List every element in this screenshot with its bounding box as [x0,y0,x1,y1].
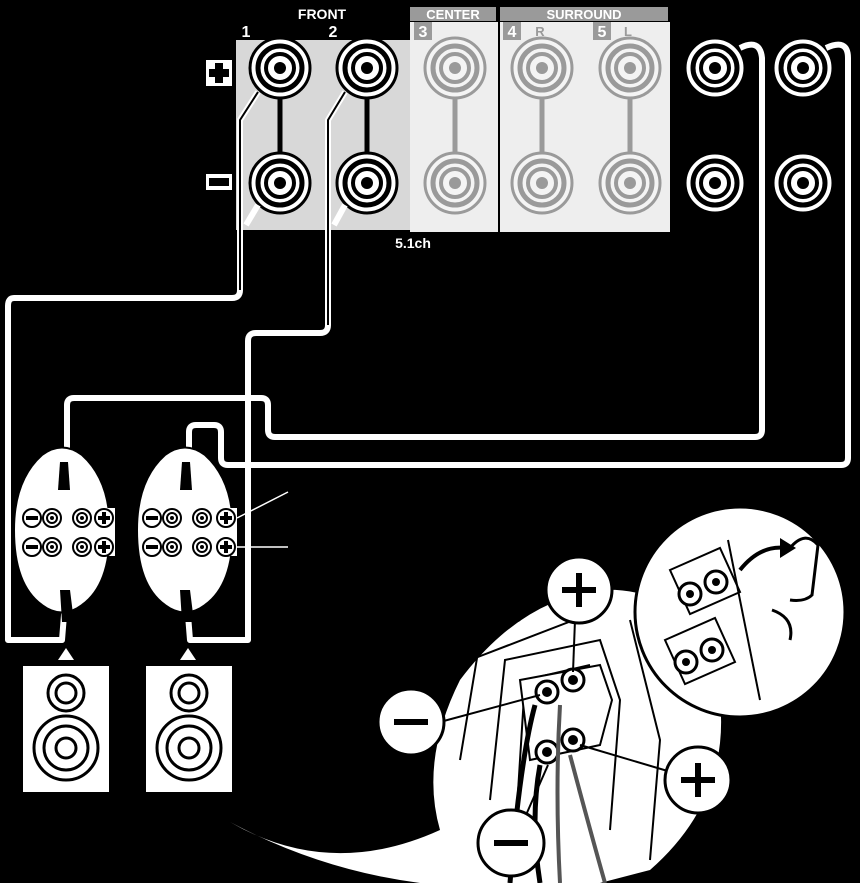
channel-badge-3: 3 [414,22,432,41]
jumper-bar-icon [771,536,820,641]
inset-lower-terminals [673,637,725,675]
curved-arrow-icon [738,538,796,572]
speaker-b-lower-terminals [142,537,236,557]
plus-polarity-icon [206,60,232,86]
zoomed-terminal-detail [230,555,733,883]
speaker-b [144,648,234,794]
svg-text:5: 5 [598,24,607,41]
surround-b-wire [186,41,851,468]
extra-a-plus-terminal [685,38,745,98]
channel-side-1: R [275,24,285,39]
surround-r-plus-terminal [512,38,572,98]
channel-side-4: R [535,24,545,39]
center-group-label: CENTER [426,7,480,22]
detail-plus-icon-right [663,745,733,815]
surround-r-minus-terminal [512,153,572,213]
front-l-plus-terminal [337,38,397,98]
front-r-minus-terminal [250,153,310,213]
jumper-removal-inset [633,505,847,719]
detail-plus-icon-top [544,555,614,625]
center-group-bar [410,7,496,21]
detail-minus-icon-bottom [476,808,546,878]
front-l-plus-wire [183,90,348,643]
detail-minus-icon-left [376,687,446,757]
surround-group-label: SURROUND [546,7,621,22]
svg-text:1: 1 [242,24,251,41]
svg-text:4: 4 [508,24,517,41]
receiver-terminal-panel: FRONT CENTER SURROUND 1 R 2 L 3 4 R 5 L [206,6,833,251]
surround-l-minus-terminal [600,153,660,213]
extra-a-minus-terminal [685,153,745,213]
speaker-a-upper-terminals [22,508,114,528]
inset-upper-terminals [677,569,729,607]
center-plus-terminal [425,38,485,98]
speaker-a [21,648,111,794]
front-r-plus-wire [5,90,261,643]
extra-b-plus-terminal [773,38,833,98]
front-group-label: FRONT [298,6,347,22]
speaker-b-terminal-plate [135,446,237,622]
speaker-a-lower-terminals [22,537,114,557]
detail-upper-terminals [534,667,586,705]
speaker-wires [5,41,851,643]
channel-badge-4: 4 R [503,22,545,41]
extra-b-minus-terminal [773,153,833,213]
channel-side-5: L [624,24,632,39]
svg-text:2: 2 [329,24,338,41]
front-l-minus-stub [331,203,348,227]
center-minus-terminal [425,153,485,213]
surround-l-plus-terminal [600,38,660,98]
front-l-minus-terminal [337,153,397,213]
minus-polarity-icon [206,174,232,190]
channel-badge-1: 1 R [237,22,285,41]
speaker-a-terminal-plate [12,446,115,622]
speaker-b-upper-terminals [142,508,236,528]
channel-side-2: L [363,24,371,39]
front-r-plus-terminal [250,38,310,98]
channel-badge-5: 5 L [593,22,632,41]
channel-badge-2: 2 L [324,22,371,41]
config-label: 5.1ch [395,235,431,251]
front-r-minus-stub [243,203,261,227]
detail-lower-terminals [534,727,586,765]
surround-group-bar [500,7,668,21]
svg-text:3: 3 [419,24,428,41]
surround-a-wire [64,41,765,460]
